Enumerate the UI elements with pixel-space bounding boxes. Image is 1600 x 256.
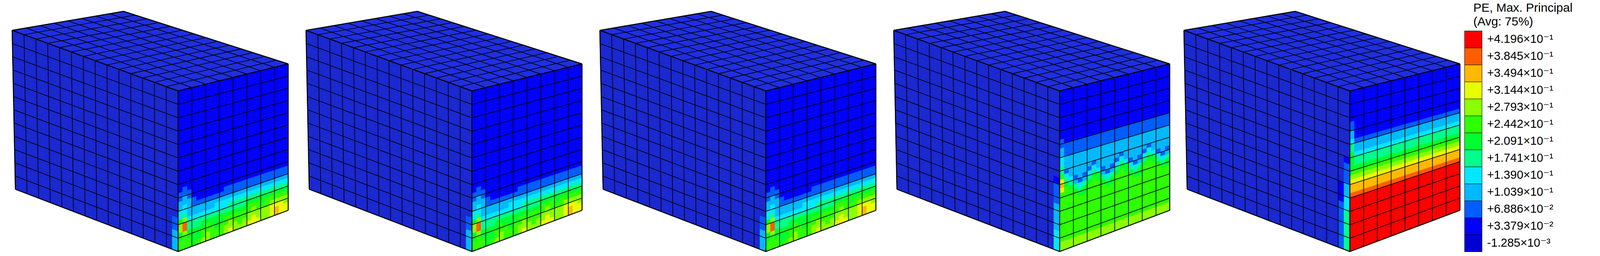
fea-illustration xyxy=(0,0,1600,256)
